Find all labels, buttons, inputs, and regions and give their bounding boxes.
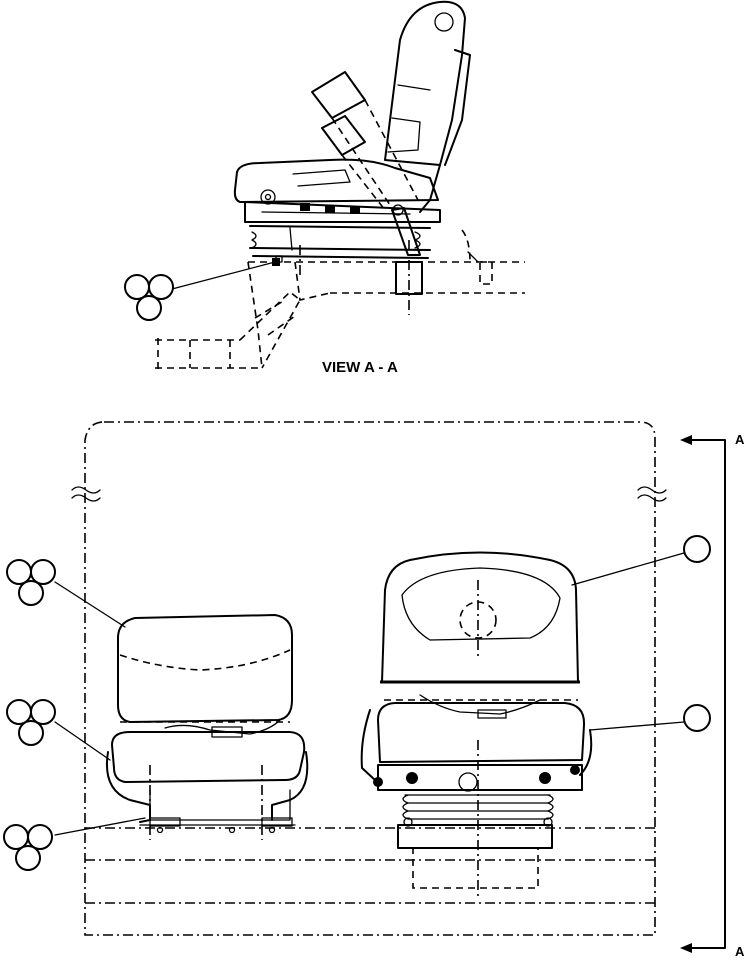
callout-balloon (6, 699, 32, 725)
view-label: VIEW A - A (322, 359, 398, 376)
callout-balloon (15, 845, 41, 871)
callout-balloon (18, 580, 44, 606)
callout-group-left-1 (6, 559, 126, 628)
callout-balloon (683, 535, 711, 563)
section-marker-top: A (735, 432, 745, 447)
left-seat (106, 614, 309, 840)
cab-outline (71, 421, 667, 936)
side-view-seat (155, 0, 525, 370)
callout-group-top (124, 261, 276, 321)
callout-balloon (3, 824, 29, 850)
callout-balloon (30, 699, 56, 725)
callout-group-left-3 (3, 817, 146, 871)
callout-balloon (18, 720, 44, 746)
callout-group-left-2 (6, 699, 111, 761)
callout-balloon (136, 295, 162, 321)
callout-balloon (27, 824, 53, 850)
callout-balloon (683, 704, 711, 732)
callout-group-right-1 (571, 535, 711, 586)
callout-group-right-2 (589, 704, 711, 732)
callout-balloon (30, 559, 56, 585)
section-marker-bottom: A (735, 944, 745, 958)
callout-balloon (124, 274, 150, 300)
section-arrows: A A (680, 432, 745, 959)
callout-balloon (6, 559, 32, 585)
callout-balloon (148, 274, 174, 300)
right-seat (360, 551, 593, 900)
